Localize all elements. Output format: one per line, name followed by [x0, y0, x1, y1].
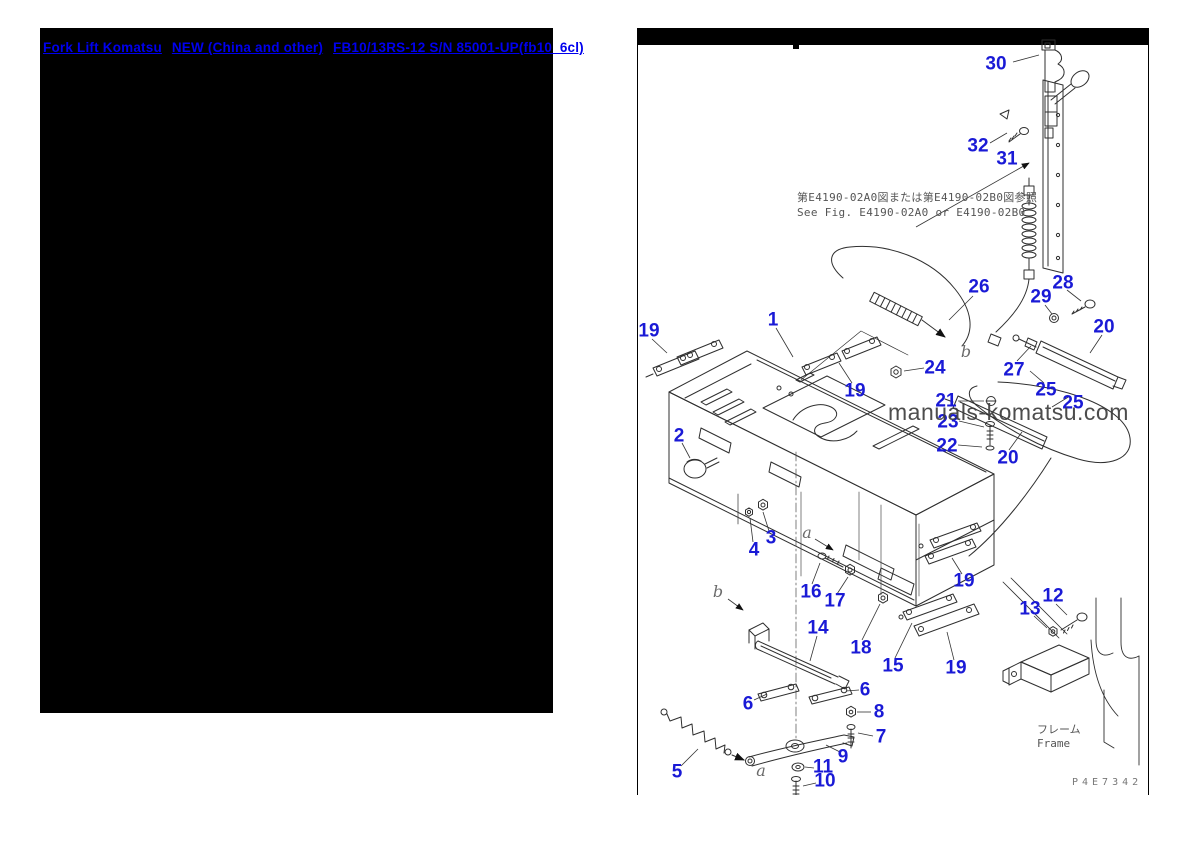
callout-21: 21 [935, 390, 957, 412]
link-new-china-and-other[interactable]: NEW (China and other) [171, 40, 324, 55]
frame-bracket-part [1002, 644, 1090, 693]
callout-22: 22 [936, 435, 958, 457]
knob-2-part [683, 457, 720, 479]
callout-15: 15 [882, 655, 904, 677]
diagram-line-art [645, 39, 1140, 795]
callout-6: 6 [742, 693, 754, 715]
link-19-middle [800, 330, 909, 381]
callout-14: 14 [807, 617, 829, 639]
callout-19: 19 [953, 570, 975, 592]
frame-label-jp: フレーム [1037, 723, 1081, 736]
hardware-16-17-18 [817, 552, 888, 604]
control-cable-part [831, 245, 971, 347]
callout-11: 11 [812, 756, 834, 778]
callout-18: 18 [850, 637, 872, 659]
leader-lines [651, 54, 1103, 787]
reference-note: 第E4190-02A0図または第E4190-02B0図参照 See Fig. E… [797, 190, 1037, 220]
bolt-32-part [999, 109, 1029, 143]
callout-16: 16 [800, 581, 822, 603]
callout-25: 25 [1035, 379, 1057, 401]
callout-23: 23 [937, 411, 959, 433]
callout-1: 1 [767, 309, 779, 331]
breadcrumb: Fork Lift Komatsu NEW (China and other) … [40, 28, 584, 55]
lever-14-part [748, 622, 850, 690]
bracket-19-right-mid [918, 522, 982, 565]
callout-2: 2 [673, 425, 685, 447]
reference-note-jp: 第E4190-02A0図または第E4190-02B0図参照 [797, 191, 1038, 204]
callout-29: 29 [1030, 286, 1052, 308]
callout-32: 32 [967, 135, 989, 157]
callout-19: 19 [844, 380, 866, 402]
reference-note-en: See Fig. E4190-02A0 or E4190-02B0 [797, 206, 1026, 219]
callout-9: 9 [837, 746, 849, 768]
callout-7: 7 [875, 726, 887, 748]
links-6 [757, 683, 853, 705]
link-panel: Fork Lift Komatsu NEW (China and other) … [40, 28, 584, 713]
callout-24: 24 [924, 357, 946, 379]
callout-19: 19 [945, 657, 967, 679]
spring-5-part [660, 708, 745, 761]
hardware-10-11 [791, 762, 805, 795]
hardware-7-8 [846, 705, 856, 749]
frame-label-en: Frame [1037, 737, 1071, 750]
bolt-23-part [985, 421, 995, 451]
frame-label: フレーム Frame [1037, 723, 1081, 751]
return-spring-part [987, 177, 1037, 347]
gas-spring-lower-part [944, 395, 1048, 450]
parts-diagram: 第E4190-02A0図または第E4190-02B0図参照 See Fig. E… [637, 28, 1149, 795]
callout-20: 20 [997, 447, 1019, 469]
callout-19: 19 [638, 320, 660, 342]
callout-26: 26 [968, 276, 990, 298]
callout-20: 20 [1093, 316, 1115, 338]
view-letter-a: a [756, 761, 766, 780]
callout-5: 5 [671, 761, 683, 783]
link-model-serial[interactable]: FB10/13RS-12 S/N 85001-UP(fb10_6cl) [333, 40, 584, 55]
bracket-19-left [645, 339, 724, 378]
gas-spring-upper-part [1012, 334, 1127, 390]
lever-9-part [745, 734, 855, 767]
console-panel-part [668, 350, 995, 607]
wire-loop [968, 381, 1131, 557]
view-letter-b: b [960, 342, 972, 361]
callout-25: 25 [1062, 392, 1084, 414]
latch-bracket-part [1041, 39, 1065, 93]
nuts-3-4 [737, 493, 768, 525]
callout-27: 27 [1003, 359, 1025, 381]
callout-10: 10 [814, 770, 836, 792]
callout-13: 13 [1019, 598, 1041, 620]
drawing-number: P4E7342 [1072, 777, 1143, 788]
diagram-top-bar [638, 28, 1148, 45]
frame-contour [1090, 597, 1140, 766]
callout-8: 8 [873, 701, 885, 723]
callout-12: 12 [1042, 585, 1064, 607]
nut-24-part [890, 365, 902, 379]
frame-mount-hardware [1002, 577, 1088, 639]
callout-28: 28 [1052, 272, 1074, 294]
bracket-15-19-lower [898, 593, 980, 637]
registration-mark [793, 45, 799, 49]
watermark: manuals-komatsu.com [888, 399, 1129, 425]
callout-31: 31 [996, 148, 1018, 170]
link-fork-lift-komatsu[interactable]: Fork Lift Komatsu [43, 40, 162, 55]
view-letter-a: a [802, 523, 812, 542]
callout-6: 6 [859, 679, 871, 701]
callout-30: 30 [985, 53, 1007, 75]
callout-4: 4 [748, 539, 760, 561]
callout-3: 3 [765, 527, 777, 549]
lever-channel-part [1042, 70, 1090, 274]
callout-17: 17 [824, 590, 846, 612]
cable-mount-hardware [1024, 299, 1096, 351]
view-letter-b: b [712, 582, 724, 601]
